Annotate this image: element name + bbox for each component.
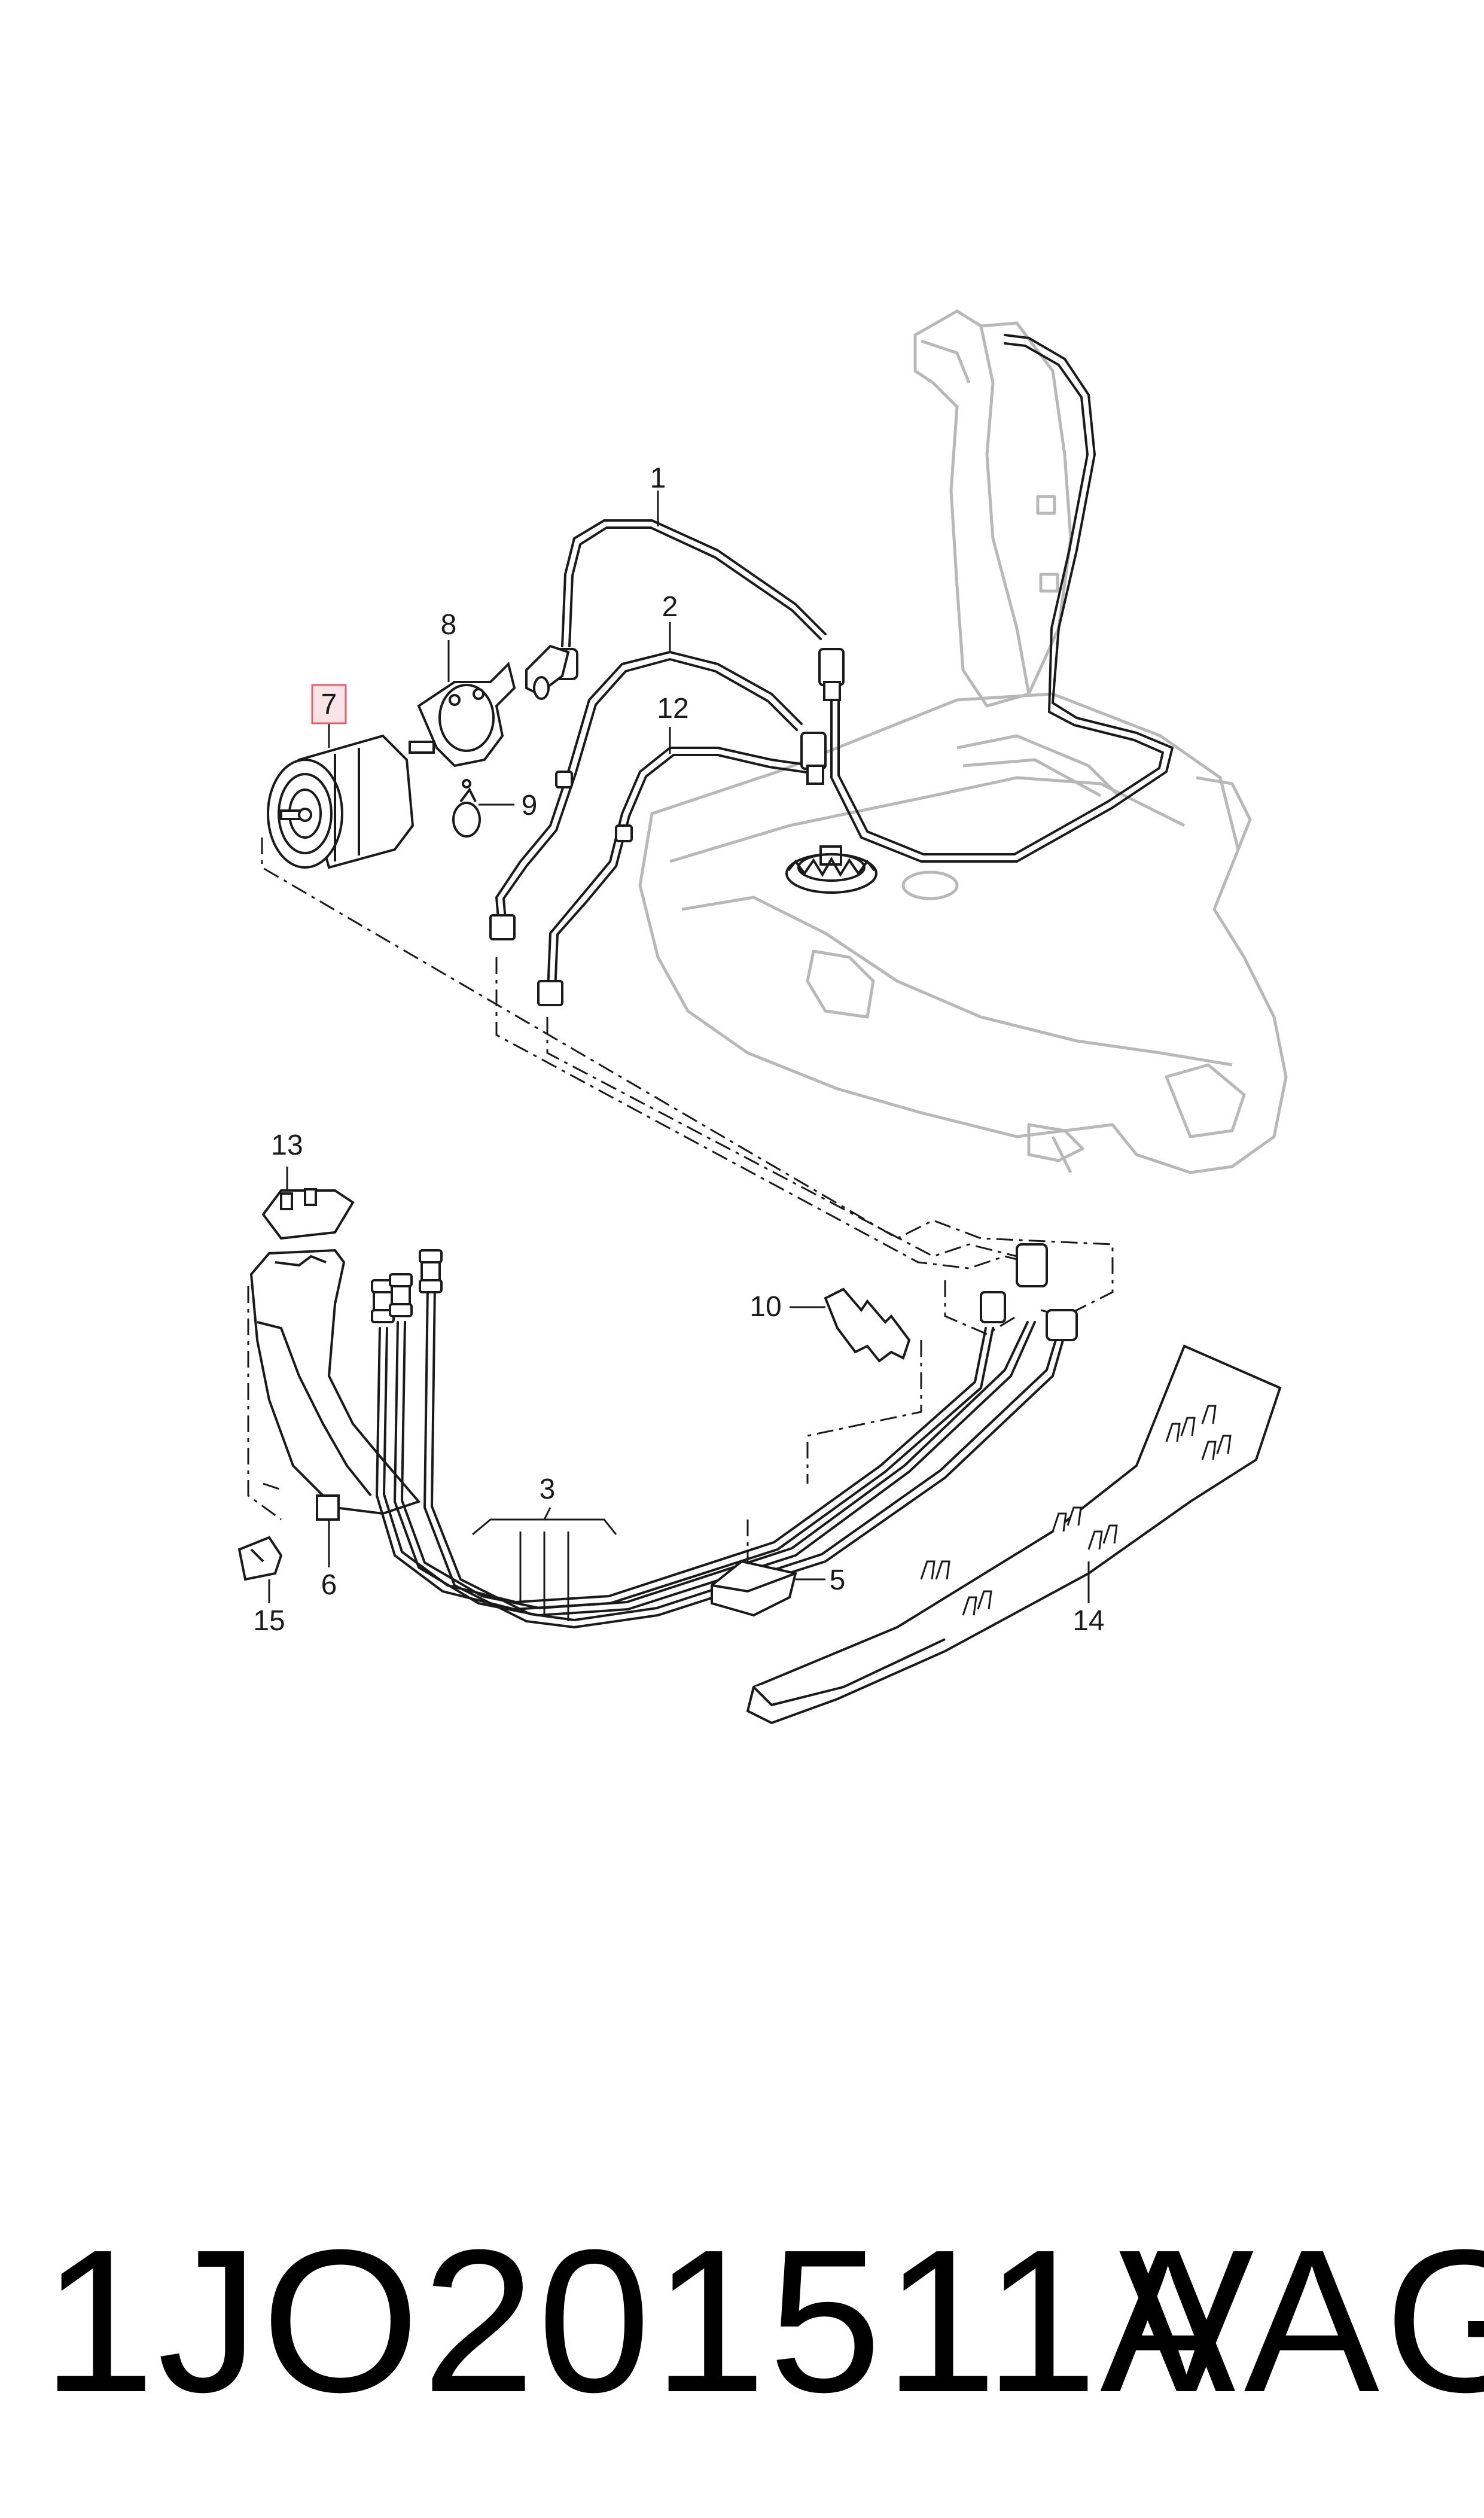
callout-2[interactable]: 2	[662, 591, 678, 623]
part-6-guide	[249, 1249, 421, 1521]
callout-7[interactable]: 7	[321, 689, 337, 720]
callout-15[interactable]: 15	[253, 1605, 285, 1637]
callout-labels: 1 2 12 8 9 7 13 10 3 5 6 14 15	[253, 462, 1104, 1637]
hose-clamp	[452, 779, 481, 838]
assembly-guide-lines	[247, 838, 1114, 1561]
callout-13[interactable]: 13	[271, 1129, 303, 1161]
part-5-pad	[711, 1560, 797, 1617]
callout-1[interactable]: 1	[650, 462, 666, 494]
callout-12[interactable]: 12	[657, 693, 688, 724]
part-14-cover	[746, 1344, 1282, 1725]
callout-leaders	[268, 491, 1090, 1603]
callout-8[interactable]: 8	[441, 609, 457, 641]
callout-3-bracket	[472, 1507, 617, 1621]
parts-diagram: 1 2 12 8 9 7 13 10 3 5 6 14 15	[237, 309, 1288, 1725]
part-3-fuel-lines	[376, 1285, 1066, 1628]
line-end-fittings	[371, 1243, 1078, 1341]
callout-7-highlight[interactable]	[311, 684, 347, 724]
callout-14[interactable]: 14	[1072, 1605, 1104, 1637]
brand-label: VAG	[1119, 2208, 1484, 2435]
filter-bracket	[417, 644, 570, 768]
callout-3[interactable]: 3	[540, 1473, 556, 1505]
part-number-label: 1JO201511A	[42, 2208, 1238, 2435]
fuel-tank	[638, 309, 1288, 1174]
callout-6[interactable]: 6	[321, 1569, 337, 1601]
pump-flange	[785, 845, 877, 894]
fuel-lines	[495, 334, 1174, 1006]
part-13-pad	[261, 1188, 355, 1240]
callout-9[interactable]: 9	[522, 790, 538, 821]
fuel-filter	[267, 734, 435, 869]
part-15-clip	[237, 1536, 283, 1581]
callout-5[interactable]: 5	[830, 1564, 846, 1596]
callout-10[interactable]: 10	[749, 1291, 781, 1323]
part-10-clip	[824, 1287, 911, 1363]
